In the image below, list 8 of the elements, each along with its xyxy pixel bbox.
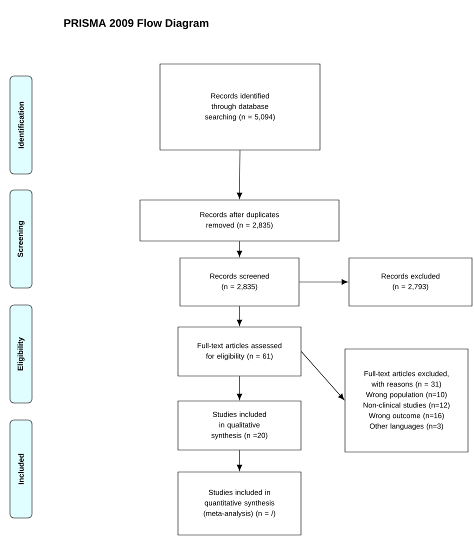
arrow bbox=[236, 450, 242, 471]
arrow bbox=[236, 306, 242, 326]
arrow bbox=[236, 241, 242, 257]
arrow bbox=[299, 279, 348, 285]
title: PRISMA 2009 Flow Diagram bbox=[64, 18, 208, 30]
arrow bbox=[301, 351, 344, 400]
arrow bbox=[236, 150, 242, 199]
arrow bbox=[236, 376, 242, 400]
